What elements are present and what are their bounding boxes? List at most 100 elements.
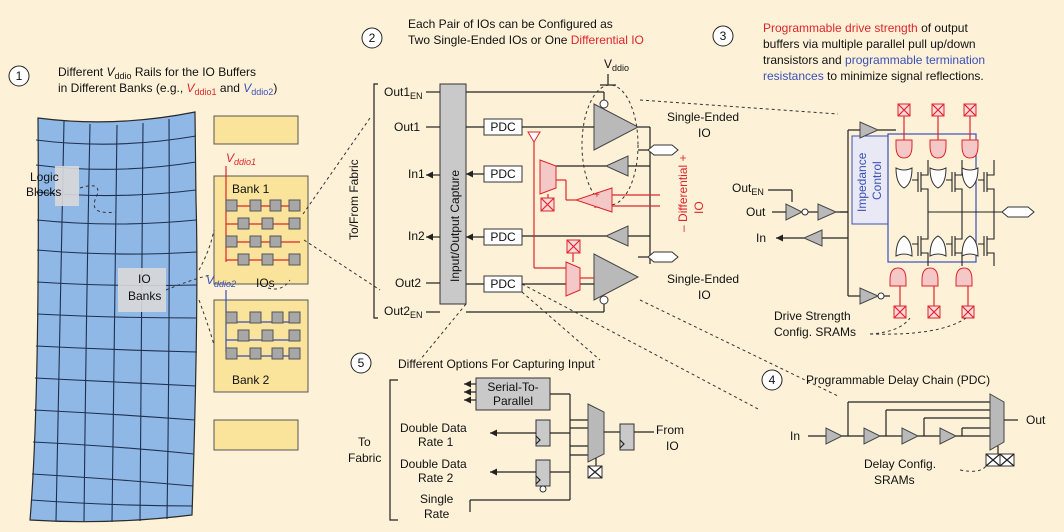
- delay-chain: [808, 393, 1018, 467]
- serial-label-2: Parallel: [493, 394, 533, 408]
- section3-line4: resistances to minimize signal reflectio…: [763, 69, 984, 83]
- bank2-ios: [225, 311, 301, 360]
- bank1-ios: [225, 199, 301, 266]
- delay-config-label-1: Delay Config.: [864, 457, 936, 471]
- svg-text:In2: In2: [408, 229, 425, 243]
- pad-2: [647, 251, 679, 263]
- single-ended-highlight: [581, 84, 639, 206]
- output-buffer-1: [593, 103, 640, 151]
- section3-line1: Programmable drive strength of output: [763, 21, 968, 35]
- bank-2-label: Bank 2: [232, 373, 270, 387]
- section1-line1: Different Vddio Rails for the IO Buffers: [58, 65, 256, 81]
- section2-title-2: Two Single-Ended IOs or One Differential…: [408, 33, 644, 47]
- io-banks-label-2: Banks: [128, 289, 161, 303]
- section4-title: Programmable Delay Chain (PDC): [806, 373, 990, 387]
- io-bank-leader: [165, 274, 211, 291]
- input-output-capture-label: Input/Output Capture: [448, 170, 462, 282]
- io-bank-highlight: [118, 268, 166, 312]
- logic-blocks-label-2: Blocks: [26, 185, 61, 199]
- to-fabric-2: Fabric: [348, 451, 381, 465]
- input-buffer-2: [604, 225, 629, 247]
- differential-label: – Differential +: [676, 154, 690, 232]
- diff-amp: [574, 187, 613, 213]
- svg-text:In1: In1: [408, 167, 425, 181]
- pdc-blocks: PDC PDC PDC PDC: [483, 118, 523, 293]
- drive-circuit: Impedance Control: [840, 103, 1035, 319]
- section3-in: In: [756, 231, 766, 245]
- step-circle-5: [350, 352, 372, 374]
- step-number-2: 2: [369, 31, 376, 45]
- to-fabric-1: To: [358, 435, 371, 449]
- serial-to-parallel-box: [475, 377, 551, 411]
- diff-mux-1: [539, 159, 557, 195]
- capture-mux: [587, 403, 605, 463]
- svg-text:Out1: Out1: [394, 120, 420, 134]
- svg-text:PDC: PDC: [490, 167, 516, 181]
- bank-1: [213, 175, 309, 285]
- ddr2-label-2: Rate 2: [418, 471, 454, 485]
- from-io-2: IO: [666, 439, 679, 453]
- section4-out: Out: [1026, 413, 1046, 427]
- section2-title-1: Each Pair of IOs can be Configured as: [408, 17, 613, 31]
- single-ended-1-label: Single-Ended: [667, 110, 739, 124]
- step-number-1: 1: [16, 69, 23, 83]
- io-signal-labels: Out1EN Out1 In1 In2 Out2 Out2EN: [384, 85, 425, 320]
- bank-1-label: Bank 1: [232, 182, 270, 196]
- to-from-fabric-label: To/From Fabric: [347, 159, 361, 240]
- ddr1-label-1: Double Data: [400, 421, 467, 435]
- ios-label: IOs: [256, 276, 275, 290]
- io-banks-label-1: IO: [138, 272, 151, 286]
- drive-pad: [1001, 206, 1035, 218]
- bank-vddio2-label: Vddio2: [206, 273, 236, 289]
- pdc-mux: [989, 393, 1005, 451]
- drive-strength-label-2: Config. SRAMs: [774, 325, 856, 339]
- section1-line2: in Different Banks (e.g., Vddio1 and Vdd…: [58, 81, 277, 97]
- step-number-3: 3: [720, 29, 727, 43]
- differential-path: + –: [527, 131, 660, 297]
- single-ended-2-label: Single-Ended: [667, 272, 739, 286]
- logic-leader: [79, 185, 116, 213]
- diff-mux-2: [565, 261, 581, 297]
- section3-line2: buffers via multiple parallel pull up/do…: [763, 37, 976, 51]
- section3-outen: OutEN: [732, 181, 764, 197]
- step-number-4: 4: [769, 373, 776, 387]
- drive-strength-label-1: Drive Strength: [774, 309, 851, 323]
- input-output-capture-box: [439, 83, 467, 305]
- section2-vddio: Vddio: [604, 57, 629, 73]
- serial-label-1: Serial-To-: [487, 380, 538, 394]
- delay-config-label-2: SRAMs: [874, 473, 915, 487]
- logic-block-highlight: [55, 166, 79, 206]
- output-buffer-2: [593, 253, 640, 301]
- step-circle-2: [361, 27, 383, 49]
- svg-text:Out2: Out2: [395, 276, 421, 290]
- ddr1-label-2: Rate 1: [418, 435, 454, 449]
- svg-text:+: +: [594, 190, 600, 201]
- svg-text:PDC: PDC: [490, 120, 516, 134]
- step-number-5: 5: [358, 356, 365, 370]
- section5-title: Different Options For Capturing Input: [398, 357, 595, 371]
- io-fabric-wires: [426, 91, 605, 313]
- capture-circuit: [469, 393, 654, 512]
- single-ended-1-io: IO: [698, 126, 711, 140]
- impedance-label-2: Control: [870, 161, 884, 200]
- input-buffer-1: [604, 155, 629, 177]
- fpga-fabric: [29, 111, 198, 523]
- svg-text:–: –: [594, 202, 600, 213]
- section3-line3: transistors and programmable termination: [763, 53, 985, 67]
- section1-caption: 1 Different Vddio Rails for the IO Buffe…: [8, 65, 277, 97]
- from-io-1: From: [656, 423, 684, 437]
- pad-1: [647, 144, 679, 156]
- ddr2-label-1: Double Data: [400, 457, 467, 471]
- single-ended-2-io: IO: [698, 288, 711, 302]
- impedance-label-1: Impedance: [855, 152, 869, 212]
- section4-in: In: [790, 429, 800, 443]
- differential-io-label: IO: [692, 201, 706, 214]
- svg-text:Out2EN: Out2EN: [384, 304, 423, 320]
- single-rate-label-1: Single: [420, 492, 454, 506]
- section3-out: Out: [746, 205, 766, 219]
- step-circle-4: [761, 369, 783, 391]
- single-rate-label-2: Rate: [424, 507, 450, 521]
- step-circle-1: [8, 65, 30, 87]
